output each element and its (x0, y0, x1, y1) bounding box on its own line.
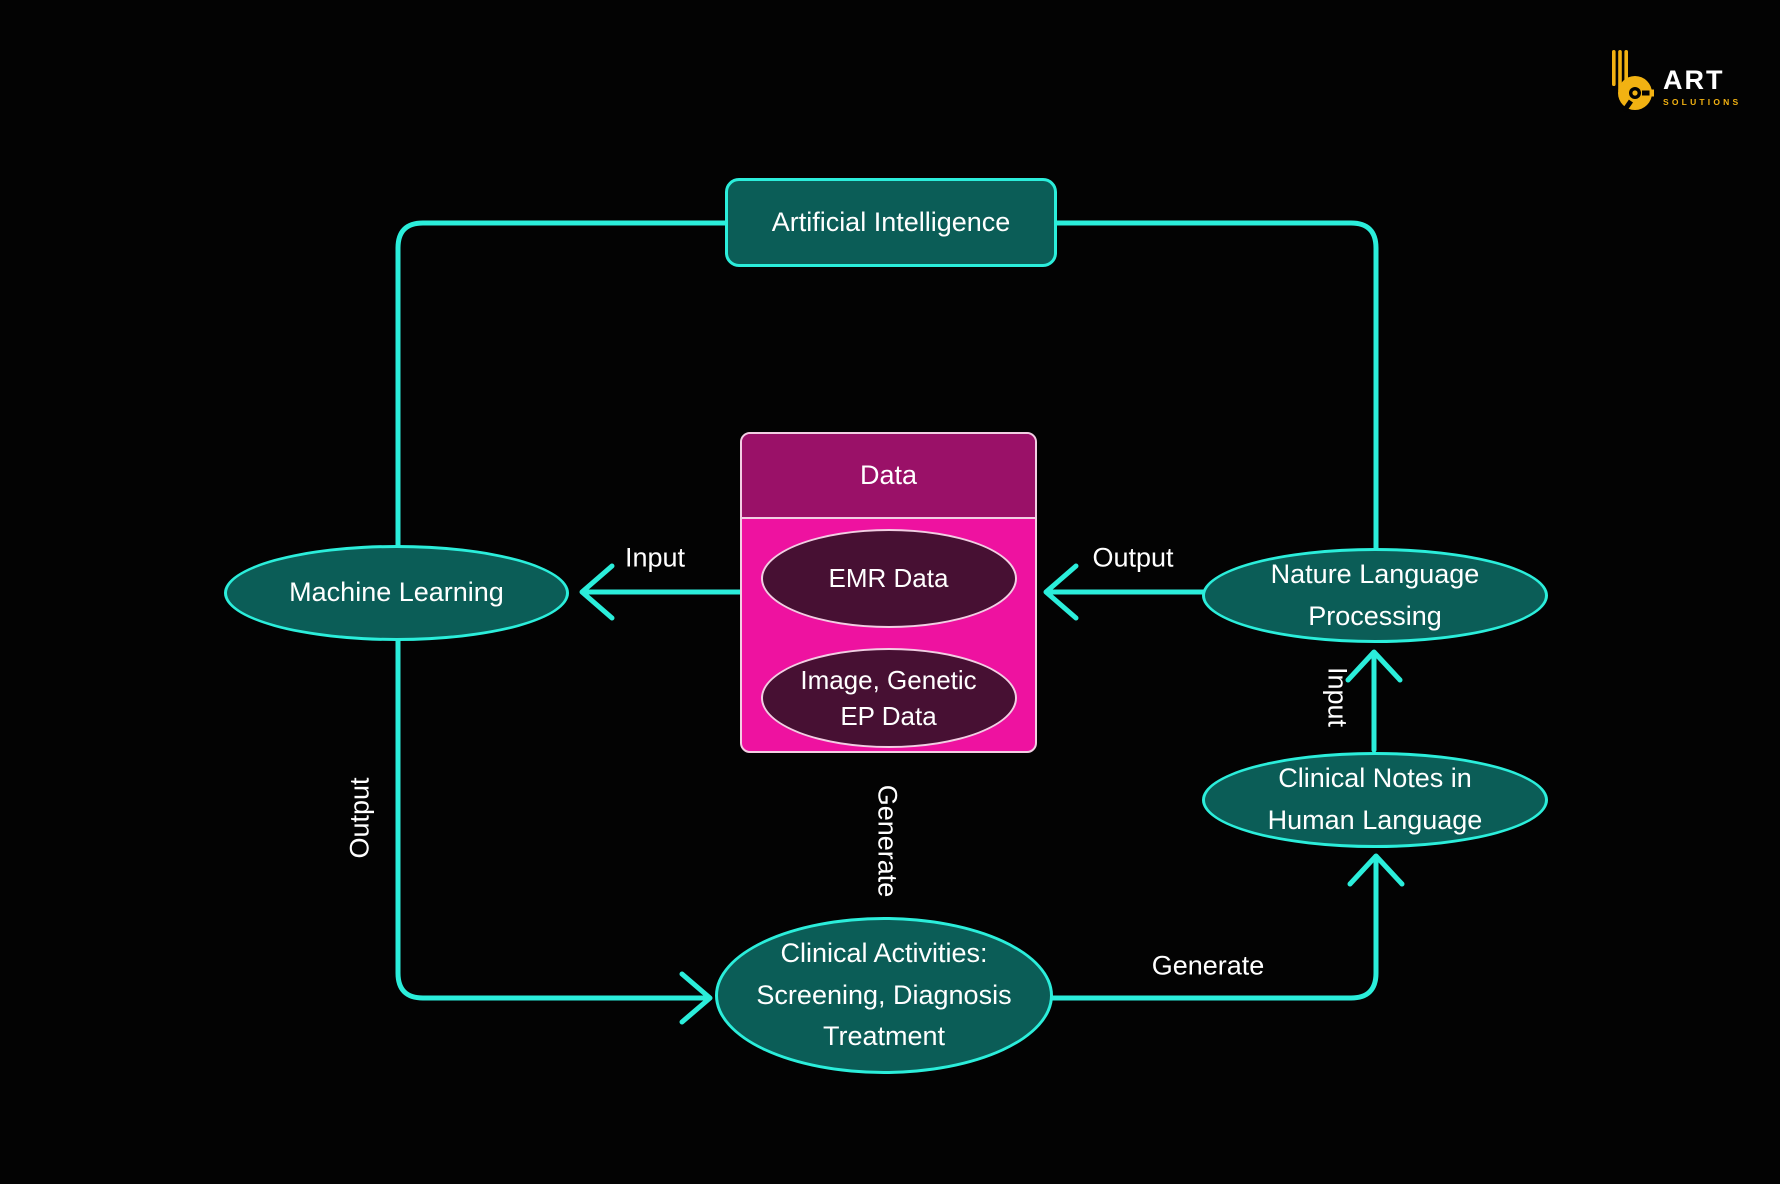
arrowhead-into-ml (579, 563, 615, 621)
brand-logo: ART SOLUTIONS (1612, 50, 1741, 112)
edge-activities-to-notes (1049, 855, 1379, 1001)
node-machine-learning-label: Machine Learning (289, 577, 504, 608)
arrowhead-into-data (1043, 563, 1079, 621)
node-clinical-activities: Clinical Activities: Screening, Diagnosi… (715, 917, 1053, 1074)
node-nature-language-processing-label: Nature Language Processing (1270, 558, 1480, 631)
edge-label-generate-activities-to-notes: Generate (1151, 950, 1265, 981)
data-panel: Data EMR Data Image, Genetic EP Data (740, 432, 1037, 753)
arrowhead-into-nlp (1345, 649, 1403, 683)
node-artificial-intelligence-label: Artificial Intelligence (771, 206, 1011, 237)
node-machine-learning: Machine Learning (224, 545, 569, 641)
logo-mark-icon (1612, 50, 1654, 112)
edge-label-output-nlp-to-data: Output (1092, 542, 1174, 573)
node-emr-data: EMR Data (760, 529, 1017, 628)
edge-label-output-ml-to-activities: Output (344, 777, 375, 859)
arrowhead-into-activities (679, 971, 713, 1025)
node-clinical-notes-label: Clinical Notes in Human Language (1267, 763, 1483, 835)
node-image-genetic-ep-data-label: Image, Genetic EP Data (800, 664, 977, 731)
edge-loop-ml-ai-nlp (395, 220, 1379, 1001)
node-emr-data-label: EMR Data (828, 563, 949, 594)
node-artificial-intelligence: Artificial Intelligence (725, 178, 1057, 267)
data-panel-header: Data (742, 434, 1035, 519)
logo-brand-text: ART (1663, 65, 1725, 95)
node-image-genetic-ep-data: Image, Genetic EP Data (760, 648, 1017, 748)
edge-label-input-notes-to-nlp: Input (1322, 666, 1353, 728)
logo-text: ART SOLUTIONS (1663, 67, 1741, 107)
edge-label-generate-activities-to-data: Generate (872, 784, 903, 898)
edge-label-input-data-to-ml: Input (624, 542, 686, 573)
data-panel-title: Data (859, 460, 918, 490)
logo-subtitle-text: SOLUTIONS (1663, 97, 1742, 107)
arrowhead-into-notes (1347, 853, 1405, 887)
node-clinical-notes: Clinical Notes in Human Language (1202, 752, 1548, 848)
node-nature-language-processing: Nature Language Processing (1202, 548, 1548, 643)
node-clinical-activities-label: Clinical Activities: Screening, Diagnosi… (756, 937, 1012, 1052)
